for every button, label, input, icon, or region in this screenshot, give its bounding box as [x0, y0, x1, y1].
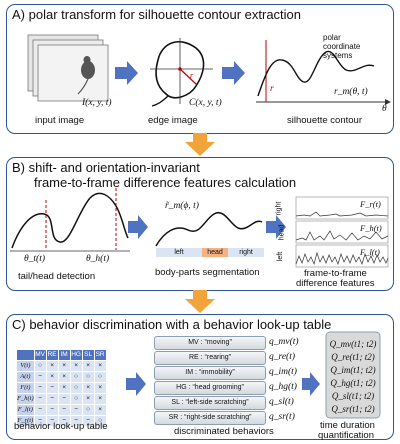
duration-im: Q_im(t1; t2)	[330, 365, 376, 375]
q-mv: q_mv(t)	[269, 337, 299, 347]
arrow-edge-to-contour	[222, 61, 245, 85]
edge-radius-line	[179, 68, 197, 85]
contour-theta-symbol: θ	[382, 104, 387, 114]
q-re: q_re(t)	[269, 352, 296, 362]
caption-edge-image: edge image	[148, 115, 198, 126]
theta-h-label: θ_h(t)	[86, 254, 110, 264]
theta-t-label: θ_t(t)	[24, 254, 46, 264]
duration-box	[325, 331, 381, 419]
duration-sr: Q_sr(t1; t2)	[331, 404, 375, 414]
duration-re: Q_re(t1; t2)	[331, 352, 375, 362]
contour-r-symbol: r	[270, 84, 274, 94]
caption-body-parts: body-parts segmentation	[155, 267, 260, 278]
arrow-b-to-c	[185, 290, 215, 313]
panel-a-graphics	[27, 34, 391, 107]
lut-cell: ×	[81, 382, 95, 394]
caption-duration-2: quantification	[318, 430, 374, 441]
q-sr: q_sr(t)	[269, 412, 295, 422]
caption-features-2: difference features	[296, 278, 375, 289]
behavior-lookup-table: MV RE IM HG SL SR V(t) ○ × × × × × A(t) …	[16, 349, 107, 427]
lut-row: F_h(t) − − − ○ × ×	[16, 393, 107, 405]
behavior-hg: HG : “head grooming”	[154, 381, 266, 395]
caption-input-image: input image	[35, 115, 85, 126]
caption-silhouette-contour: silhouette contour	[287, 115, 362, 126]
lut-header-mv: MV	[33, 349, 47, 361]
segmentation-contour	[155, 211, 263, 247]
arrow-lut-to-behaviors	[126, 372, 146, 396]
caption-duration-1: time duration	[320, 420, 375, 431]
input-formula: I(x, y, t)	[82, 98, 112, 108]
arrow-seg-to-feat	[266, 215, 286, 239]
q-sl: q_sl(t)	[269, 397, 294, 407]
feature-plot-head	[295, 220, 389, 244]
rm-phi-label: r̃_m(ϕ, t)	[165, 201, 199, 211]
panel-a-title: A) polar transform for silhouette contou…	[12, 7, 302, 22]
behavior-sl: SL : “left-side scratching”	[154, 396, 266, 410]
lut-row-label: F_r(t)	[16, 415, 35, 427]
lut-cell: ×	[93, 404, 107, 416]
segment-right: right	[228, 248, 264, 257]
lut-cell: −	[45, 404, 59, 416]
lut-row: A(t) − × × ○ ○ ○	[16, 371, 107, 383]
arrow-a-to-b	[185, 133, 215, 156]
behavior-mv: MV : “moving”	[154, 336, 266, 350]
arrow-input-to-edge	[115, 61, 138, 85]
polar-note-2: coordinate	[323, 42, 361, 51]
contour-axis-arrowhead	[385, 99, 391, 105]
mouse-icon	[77, 56, 95, 95]
panel-b-title-1: B) shift- and orientation-invariant	[12, 160, 200, 175]
panel-c-title: C) behavior discrimination with a behavi…	[12, 317, 332, 332]
behavior-im: IM : “immobility”	[154, 366, 266, 380]
caption-tail-head: tail/head detection	[18, 271, 96, 282]
tail-head-contour	[11, 192, 129, 249]
feature-plot-right	[295, 196, 389, 220]
contour-curve	[257, 50, 375, 97]
behavior-sr: SR : “right-side scratching”	[154, 411, 266, 425]
lut-cell: ○	[93, 415, 107, 427]
feat-label-left: F_l(t)	[360, 247, 380, 257]
duration-mv: Q_mv(t1; t2)	[329, 339, 377, 349]
segment-left: left	[156, 248, 202, 257]
input-frame-front	[37, 44, 109, 102]
panel-b-title-2: frame-to-frame difference features calcu…	[34, 175, 297, 190]
edge-r-symbol: r	[190, 71, 194, 80]
duration-hg: Q_hg(t1; t2)	[330, 378, 376, 388]
panel-b-graphics	[10, 188, 389, 268]
caption-discriminated: discriminated behaviors	[174, 426, 274, 437]
edge-centroid	[178, 67, 182, 71]
caption-lookup-table: behavior look-up table	[14, 421, 108, 432]
lut-row: V(t) ○ × × × × ×	[16, 360, 107, 372]
behavior-re: RE : “rearing”	[154, 351, 266, 365]
edge-formula: C(x, y, t)	[189, 98, 222, 108]
feat-label-right: F_r(t)	[360, 199, 381, 209]
edge-contour	[151, 40, 205, 107]
polar-note-1: polar	[323, 33, 341, 42]
lut-header-row: MV RE IM HG SL SR	[16, 349, 107, 361]
q-hg: q_hg(t)	[269, 382, 297, 392]
lut-row: F_l(t) − − − − ○ ×	[16, 404, 107, 416]
lut-header-sr: SR	[93, 349, 107, 361]
lut-cell: ×	[69, 360, 83, 372]
segment-head: head	[202, 248, 228, 257]
caption-features-1: frame-to-frame	[304, 268, 367, 279]
arrow-detect-to-seg	[128, 215, 148, 239]
lut-cell: −	[69, 415, 83, 427]
duration-sl: Q_sl(t1; t2)	[331, 391, 375, 401]
lut-row: F_r(t) − − − − − ○	[16, 415, 107, 427]
arrow-behaviors-to-durations	[302, 372, 320, 396]
contour-rm-formula: r_m(θ, t)	[334, 87, 368, 97]
polar-note-3: systems	[323, 51, 353, 60]
lut-row: F(t) − − × ○ × ×	[16, 382, 107, 394]
feat-label-head: F_h(t)	[360, 223, 382, 233]
q-im: q_im(t)	[269, 367, 297, 377]
feature-plot-left	[295, 244, 389, 268]
